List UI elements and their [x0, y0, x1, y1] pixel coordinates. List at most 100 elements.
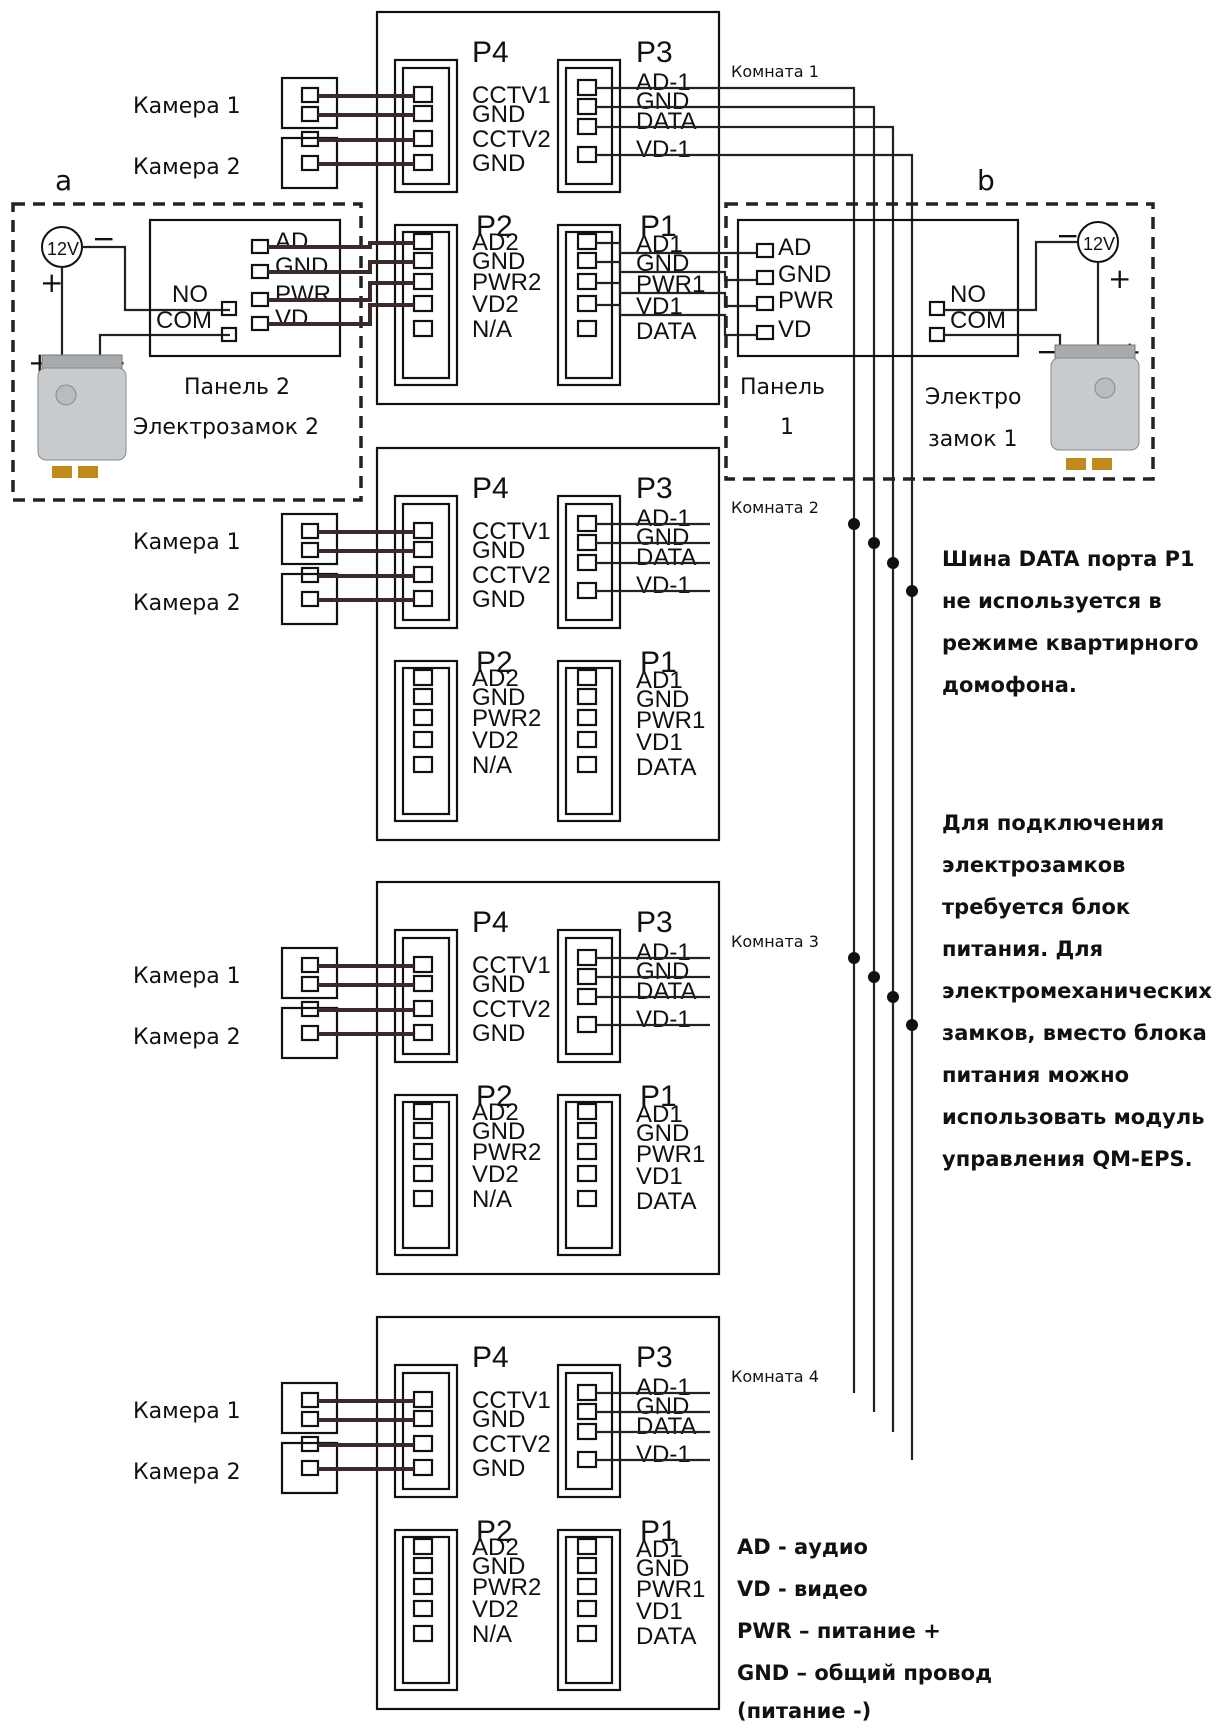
camera-pin-terminal	[300, 86, 320, 104]
p3-pin-label: GND	[636, 88, 689, 115]
legend-gnd-note: (питание -)	[737, 1699, 871, 1723]
p3-pin-terminal	[576, 553, 598, 572]
p1-to-panel-b-wire	[596, 303, 757, 337]
panel-a-letter: a	[55, 164, 72, 197]
camera-1-connector	[280, 76, 339, 130]
relay-a-com-terminal	[220, 326, 238, 343]
bus-wires	[710, 86, 918, 1460]
p2-pin-label: VD2	[472, 1161, 519, 1188]
p2-pin-terminal	[412, 1577, 434, 1596]
relay-b-com-terminal	[928, 326, 946, 343]
panel-a-dashed-outline	[11, 202, 363, 502]
p1-pin-terminal	[576, 1599, 598, 1618]
p1-pin-terminal	[576, 1121, 598, 1140]
camera-2-label: Камера 2	[133, 591, 241, 616]
p2-title: P2	[476, 210, 513, 243]
p2-pin-terminal	[412, 1121, 434, 1140]
p4-connector-inner	[401, 66, 451, 186]
p3-pin-label: VD-1	[636, 1441, 691, 1468]
camera-pin-terminal	[300, 522, 320, 540]
p1-pin-terminal	[576, 272, 598, 291]
room-label: Комната 2	[731, 498, 819, 517]
p4-pin-label: CCTV1	[472, 952, 551, 979]
p4-pin-label: CCTV1	[472, 1387, 551, 1414]
p1-pin-terminal	[576, 1624, 598, 1643]
panel-a-plus: +	[40, 266, 63, 299]
p4-pin-label: GND	[472, 1406, 525, 1433]
camera-pin-terminal	[300, 975, 320, 993]
p1-pin-label: GND	[636, 1120, 689, 1147]
p1-pin-terminal	[576, 730, 598, 749]
p2-connector-inner	[401, 1535, 451, 1685]
panel-a-label: Панель 2	[184, 375, 290, 400]
p3-pin-terminal	[576, 97, 598, 116]
p1-pin-terminal	[576, 251, 598, 270]
p2-pin-terminal	[412, 1599, 434, 1618]
p2-pin-terminal	[412, 730, 434, 749]
p2-pin-terminal	[412, 1556, 434, 1575]
p4-pin-label: CCTV1	[472, 82, 551, 109]
p1-pin-terminal	[576, 708, 598, 727]
panel-a-pin-terminal	[250, 291, 270, 308]
p4-connector	[393, 928, 459, 1064]
p3-pin-label: DATA	[636, 544, 696, 571]
p3-pin-label: DATA	[636, 108, 696, 135]
p2-pin-terminal	[412, 232, 434, 251]
p2-pin-terminal	[412, 319, 434, 338]
relay-a-no-terminal	[220, 300, 238, 317]
p2-pin-terminal	[412, 1102, 434, 1121]
p3-pin-terminal	[576, 145, 598, 164]
p3-pin-label: AD-1	[636, 69, 691, 96]
p3-pin-terminal	[576, 948, 598, 967]
p1-pin-label: VD1	[636, 729, 683, 756]
panel-b-label-2: 1	[780, 415, 794, 440]
p3-pin-terminal	[576, 1015, 598, 1034]
p2-pin-label: PWR2	[472, 269, 541, 296]
camera-2-label: Камера 2	[133, 1025, 241, 1050]
p1-pin-terminal	[576, 319, 598, 338]
p4-pin-label: GND	[472, 101, 525, 128]
panel-b-relay-com: COM	[950, 307, 1006, 334]
p2-pin-terminal	[412, 294, 434, 313]
panel-b-label-1: Панель	[740, 375, 825, 400]
p4-pin-terminal	[412, 153, 434, 172]
panel-a-minus: −	[92, 222, 115, 255]
panel-b-pin-terminal	[755, 242, 775, 259]
p3-pin-label: AD-1	[636, 505, 691, 532]
p4-pin-label: CCTV2	[472, 1431, 551, 1458]
note-power-9: управления QM-EPS.	[942, 1147, 1193, 1171]
p3-title: P3	[636, 472, 673, 505]
legend-vd: VD - видео	[737, 1577, 868, 1601]
p1-pin-terminal	[576, 1189, 598, 1208]
p3-pin-label: VD-1	[636, 1006, 691, 1033]
p3-pin-label: GND	[636, 958, 689, 985]
panel-b-lock-label-1: Электро	[925, 385, 1022, 410]
p3-pin-terminal	[576, 78, 598, 97]
panel-a-relay-no: NO	[172, 281, 208, 308]
note-power-1: Для подключения	[942, 811, 1164, 835]
p4-pin-terminal	[412, 1458, 434, 1477]
p1-pin-terminal	[576, 755, 598, 774]
panel-b-letter: b	[977, 164, 995, 197]
p1-pin-label: AD1	[636, 667, 683, 694]
legend-ad: AD - аудио	[737, 1535, 868, 1559]
bus-junction-dot	[887, 991, 899, 1003]
p2-title: P2	[476, 1515, 513, 1548]
p1-pin-label: GND	[636, 1555, 689, 1582]
p3-title: P3	[636, 36, 673, 69]
note-power-8: использовать модуль	[942, 1105, 1205, 1129]
p1-pin-label: PWR1	[636, 707, 705, 734]
p1-pin-label: VD1	[636, 1598, 683, 1625]
p3-pin-terminal	[576, 1450, 598, 1469]
panel-b-pin-terminal	[755, 269, 775, 286]
bus-junction-dot	[887, 557, 899, 569]
p2-connector	[393, 1528, 459, 1692]
p4-pin-label: GND	[472, 537, 525, 564]
p4-connector	[393, 1363, 459, 1499]
note-data-2: не используется в	[942, 589, 1162, 613]
p4-pin-terminal	[412, 589, 434, 608]
bus-junction-dot	[868, 537, 880, 549]
